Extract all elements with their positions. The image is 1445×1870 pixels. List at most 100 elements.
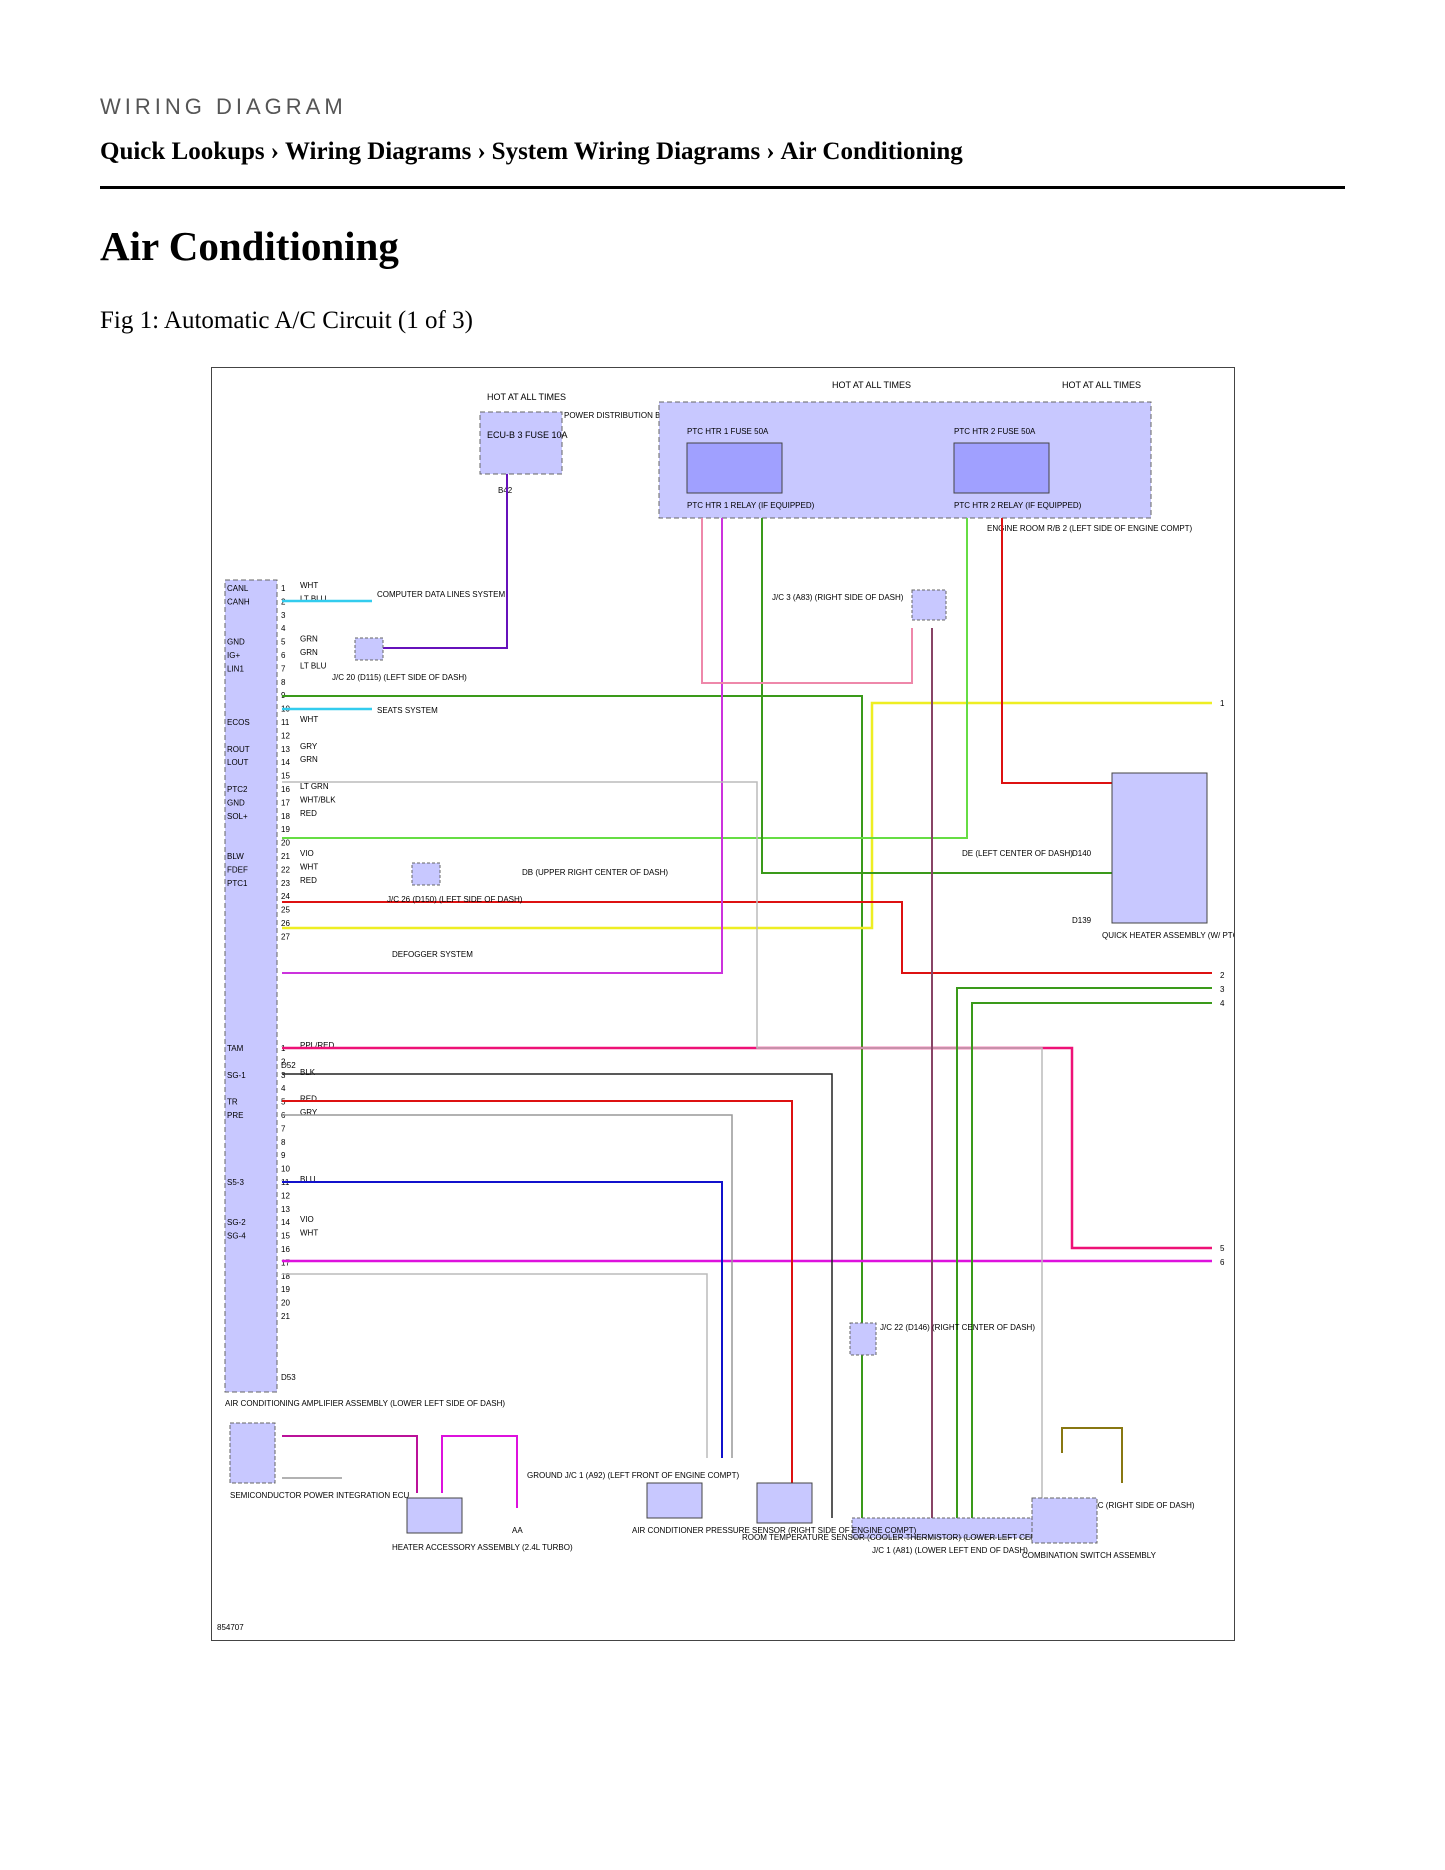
ground-de-label: DE (LEFT CENTER OF DASH) <box>962 849 1073 858</box>
seats-system-label: SEATS SYSTEM <box>377 706 438 715</box>
amp-lower-wire-label-15: WHT <box>300 1229 318 1238</box>
ptc-htr1-relay-body <box>686 442 783 494</box>
combination-switch <box>1031 1497 1098 1544</box>
amp-upper-pin-1: 1 <box>281 584 286 593</box>
amp-upper-wire-label-16: LT GRN <box>300 782 329 791</box>
amp-lower-signal-14: SG-2 <box>227 1218 246 1227</box>
heater-accessory-assembly <box>406 1497 463 1534</box>
jc3-connector <box>911 589 947 621</box>
computer-data-lines-label: COMPUTER DATA LINES SYSTEM <box>377 590 506 599</box>
breadcrumb-wiring-diagrams[interactable]: Wiring Diagrams <box>285 138 472 165</box>
fuse-ecu-b3-label: ECU-B 3 FUSE 10A <box>487 430 568 440</box>
amp-lower-signal-1: TAM <box>227 1044 244 1053</box>
ptc-htr2-relay-body <box>953 442 1050 494</box>
amp-upper-wire-label-1: WHT <box>300 581 318 590</box>
amp-lower-pin-18: 18 <box>281 1272 290 1281</box>
breadcrumb-quick-lookups[interactable]: Quick Lookups <box>100 138 265 165</box>
semiconductor-ecu-label: SEMICONDUCTOR POWER INTEGRATION ECU <box>230 1491 409 1500</box>
amp-upper-signal-5: GND <box>227 638 245 647</box>
amp-upper-signal-13: ROUT <box>227 745 250 754</box>
amp-lower-wire-label-14: VIO <box>300 1215 314 1224</box>
breadcrumb-system-wiring-diagrams[interactable]: System Wiring Diagrams <box>491 138 761 165</box>
jc1-a92-label: GROUND J/C 1 (A92) (LEFT FRONT OF ENGINE… <box>527 1471 740 1480</box>
quick-heater-label: QUICK HEATER ASSEMBLY (W/ PTC HEATER) <box>1102 931 1234 940</box>
page-refs: 1 2 3 4 5 6 <box>1220 699 1225 1267</box>
amp-lower-pin-5: 5 <box>281 1098 286 1107</box>
amp-lower-pin-15: 15 <box>281 1232 290 1241</box>
amp-upper-signal-6: IG+ <box>227 651 240 660</box>
amp-upper-pin-21: 21 <box>281 852 290 861</box>
ptc-htr1-relay-label: PTC HTR 1 RELAY (IF EQUIPPED) <box>687 501 815 510</box>
amp-upper-signal-17: GND <box>227 798 245 807</box>
amp-upper-wire-label-11: WHT <box>300 715 318 724</box>
hot-at-all-times-label-2: HOT AT ALL TIMES <box>832 380 911 390</box>
wire-brn <box>1061 1427 1123 1483</box>
amp-lower-pin-13: 13 <box>281 1205 290 1214</box>
amp-upper-pin-25: 25 <box>281 906 290 915</box>
connector-d139-label: D139 <box>1072 916 1092 925</box>
amp-upper-pin-14: 14 <box>281 758 290 767</box>
amp-upper-signal-23: PTC1 <box>227 879 248 888</box>
power-distribution-box <box>479 411 563 475</box>
amp-upper-pin-17: 17 <box>281 798 290 807</box>
hot-at-all-times-label-3: HOT AT ALL TIMES <box>1062 380 1141 390</box>
amp-lower-pin-17: 17 <box>281 1258 290 1267</box>
amp-upper-pin-7: 7 <box>281 664 286 673</box>
amp-lower-signal-15: SG-4 <box>227 1232 246 1241</box>
ground-db-label: DB (UPPER RIGHT CENTER OF DASH) <box>522 868 668 877</box>
pressure-sensor <box>646 1482 703 1519</box>
wire-grn-ig <box>282 695 863 1518</box>
amp-upper-signal-21: BLW <box>227 852 244 861</box>
amp-upper-wire-label-17: WHT/BLK <box>300 795 336 804</box>
amp-upper-wire-label-21: VIO <box>300 849 314 858</box>
amp-upper-signal-11: ECOS <box>227 718 250 727</box>
amp-upper-wire-label-23: RED <box>300 876 317 885</box>
hot-at-all-times-label: HOT AT ALL TIMES <box>487 392 566 402</box>
page-title: Air Conditioning <box>100 223 399 269</box>
wire-grn-ref2 <box>956 987 1212 1518</box>
amp-upper-wire-label-13: GRY <box>300 742 318 751</box>
ptc-htr2-fuse-label: PTC HTR 2 FUSE 50A <box>954 427 1036 436</box>
amp-upper-signal-1: CANL <box>227 584 249 593</box>
amp-upper-pin-15: 15 <box>281 772 290 781</box>
jc26-label: J/C 26 (D150) (LEFT SIDE OF DASH) <box>387 895 523 904</box>
amp-upper-wire-label-2: LT BLU <box>300 594 327 603</box>
ac-amplifier-label: AIR CONDITIONING AMPLIFIER ASSEMBLY (LOW… <box>225 1399 505 1408</box>
page-ref-4: 4 <box>1220 999 1225 1008</box>
amp-upper-signal-22: FDEF <box>227 865 248 874</box>
header-divider <box>100 186 1345 189</box>
amp-upper-pin-6: 6 <box>281 651 286 660</box>
amp-lower-pin-3: 3 <box>281 1071 286 1080</box>
wire-ppl-blk <box>282 1435 418 1493</box>
wire-ltgrn-ptc2 <box>282 518 968 839</box>
amp-upper-pin-8: 8 <box>281 678 286 687</box>
connector-d140-label: D140 <box>1072 849 1092 858</box>
wire-ppl-heater <box>441 1435 518 1508</box>
ground-dc-label: DC (RIGHT SIDE OF DASH) <box>1092 1501 1195 1510</box>
amp-lower-wire-label-1: PPL/RED <box>300 1041 334 1050</box>
breadcrumb-separator: › <box>766 138 775 165</box>
amp-upper-signal-14: LOUT <box>227 758 248 767</box>
amp-upper-pin-5: 5 <box>281 638 286 647</box>
amp-upper-wire-label-14: GRN <box>300 755 318 764</box>
wire-wht-sg4 <box>282 1273 708 1458</box>
amp-upper-pin-19: 19 <box>281 825 290 834</box>
jc20-label: J/C 20 (D115) (LEFT SIDE OF DASH) <box>332 673 467 682</box>
breadcrumb-air-conditioning[interactable]: Air Conditioning <box>780 138 963 165</box>
amp-lower-pin-10: 10 <box>281 1165 290 1174</box>
amp-lower-pin-2: 2 <box>281 1057 286 1066</box>
amp-upper-pin-16: 16 <box>281 785 290 794</box>
pressure-sensor-label: AIR CONDITIONER PRESSURE SENSOR (RIGHT S… <box>632 1526 917 1535</box>
amp-lower-wire-label-5: RED <box>300 1095 317 1104</box>
room-temp-sensor <box>756 1482 813 1524</box>
wire-ppl-red-tam <box>282 1046 1212 1250</box>
amp-lower-signal-6: PRE <box>227 1111 243 1120</box>
amp-lower-pin-16: 16 <box>281 1245 290 1254</box>
breadcrumb-separator: › <box>270 138 279 165</box>
page-ref-1: 1 <box>1220 699 1225 708</box>
figure-caption: Fig 1: Automatic A/C Circuit (1 of 3) <box>100 307 473 334</box>
wire-yel-blw <box>282 701 1212 930</box>
amp-upper-wire-label-5: GRN <box>300 635 318 644</box>
page-ref-2: 2 <box>1220 971 1225 980</box>
quick-heater-assembly <box>1111 772 1208 924</box>
